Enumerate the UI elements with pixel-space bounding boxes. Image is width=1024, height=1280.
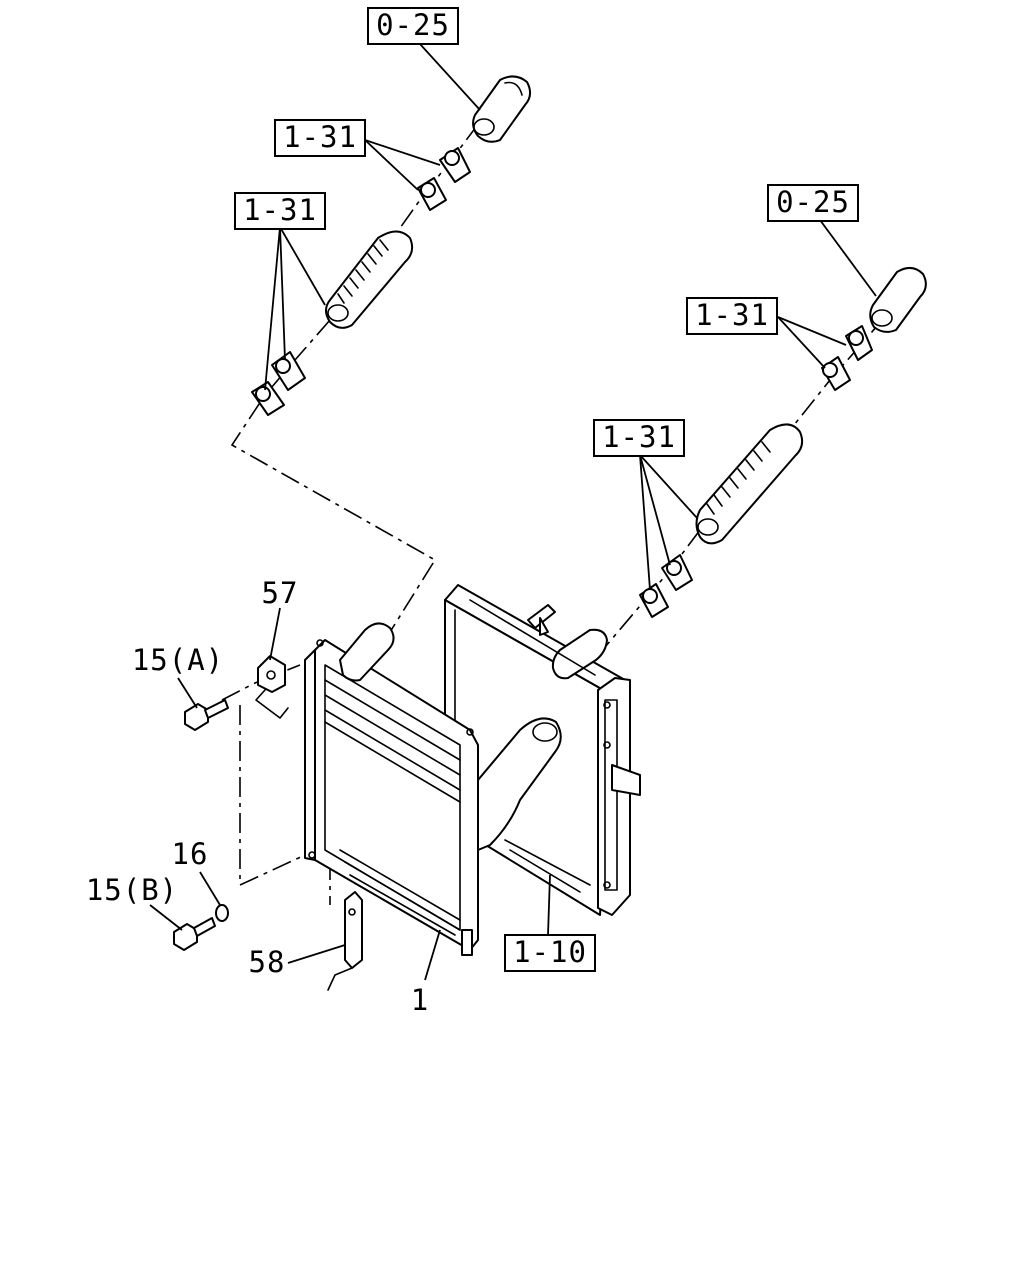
reference-label-1-31-upper-b[interactable]: 1-31 xyxy=(234,192,326,230)
reference-label-text: 1-31 xyxy=(602,420,676,454)
corrugated-hose-right[interactable] xyxy=(695,423,804,545)
corrugated-hose-left[interactable] xyxy=(325,230,414,329)
reference-label-text: 1-31 xyxy=(243,193,317,227)
reference-label-text: 0-25 xyxy=(776,185,850,219)
reference-label-text: 0-25 xyxy=(376,8,450,42)
reference-label-1-10[interactable]: 1-10 xyxy=(504,934,596,972)
part-number-58: 58 xyxy=(249,945,286,979)
hose-clamp-upper-1[interactable] xyxy=(439,147,471,183)
reference-label-text: 1-10 xyxy=(513,935,587,969)
washer-16[interactable] xyxy=(215,904,229,922)
centerline-bolt-a xyxy=(221,664,301,701)
reference-label-text: 1-31 xyxy=(695,298,769,332)
part-number-57: 57 xyxy=(262,576,299,610)
part-number-16: 16 xyxy=(172,837,209,871)
hose-clamp-right-lower-1[interactable] xyxy=(661,554,693,591)
hose-clamp-right-upper-2[interactable] xyxy=(821,356,851,391)
hose-clamp-left-2[interactable] xyxy=(251,381,285,416)
hose-clamp-upper-2[interactable] xyxy=(417,177,447,211)
bracket-58[interactable] xyxy=(327,891,363,991)
reference-label-1-31-right-a[interactable]: 1-31 xyxy=(686,297,778,335)
part-number-15b: 15(B) xyxy=(86,873,178,907)
bracket-57[interactable] xyxy=(255,655,289,719)
air-pipe-upper-left[interactable] xyxy=(472,75,531,143)
reference-label-text: 1-31 xyxy=(283,120,357,154)
bolt-15a[interactable] xyxy=(184,699,229,731)
hose-clamp-right-upper-1[interactable] xyxy=(845,325,873,361)
part-number-15a: 15(A) xyxy=(132,643,224,677)
air-pipe-upper-right[interactable] xyxy=(869,267,927,333)
leader-lines xyxy=(149,43,877,981)
reference-label-1-31-right-b[interactable]: 1-31 xyxy=(593,419,685,457)
part-number-1: 1 xyxy=(411,983,429,1017)
hose-clamp-right-lower-2[interactable] xyxy=(639,583,669,618)
intercooler-core[interactable] xyxy=(304,622,562,956)
reference-label-0-25-right[interactable]: 0-25 xyxy=(767,184,859,222)
reference-label-0-25-upper[interactable]: 0-25 xyxy=(367,7,459,45)
hose-clamp-left-1[interactable] xyxy=(271,351,306,391)
reference-label-1-31-upper-a[interactable]: 1-31 xyxy=(274,119,366,157)
bolt-15b[interactable] xyxy=(173,917,216,951)
